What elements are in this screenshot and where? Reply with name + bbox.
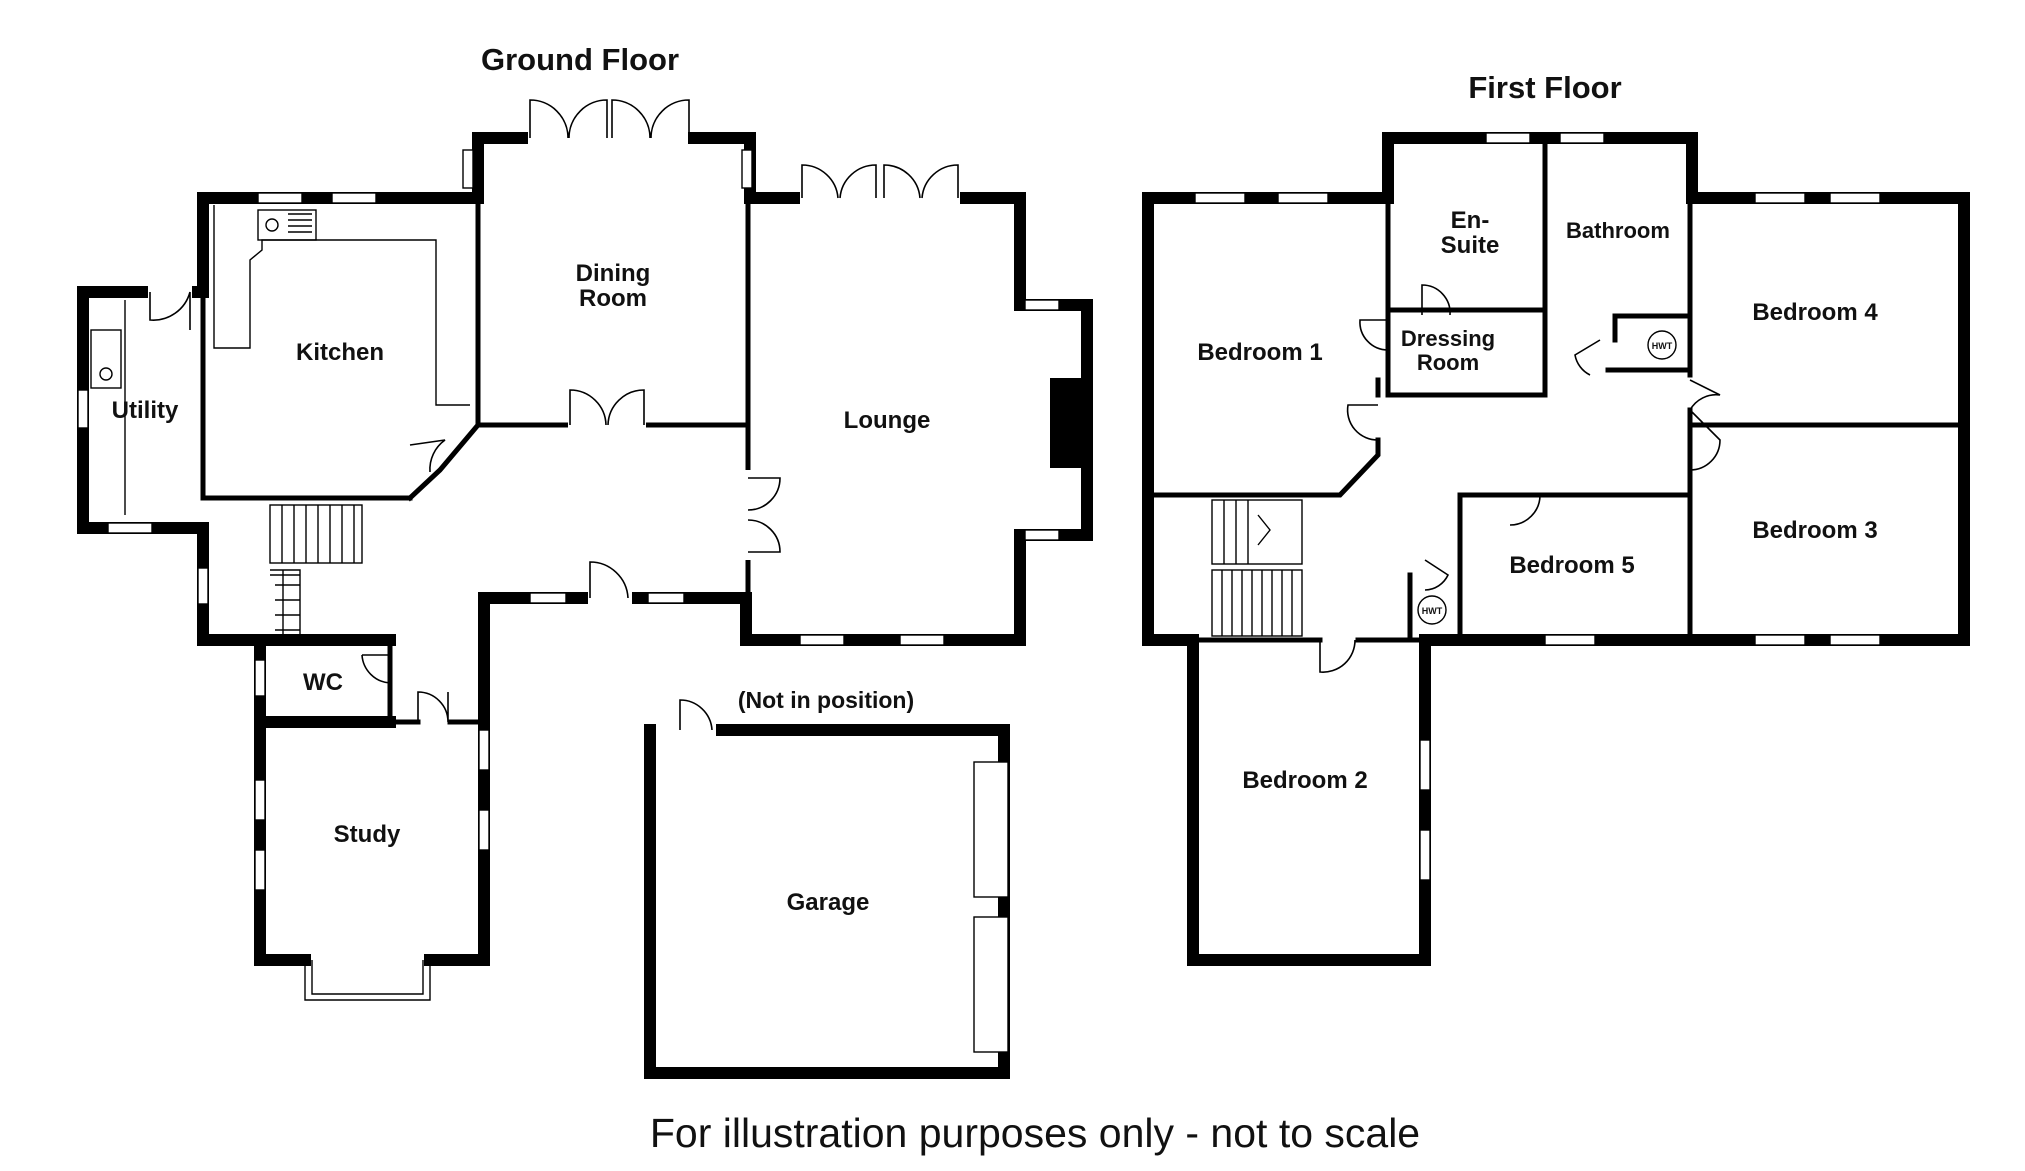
- bedroom3-label: Bedroom 3: [1752, 517, 1877, 544]
- garage-note: (Not in position): [738, 687, 914, 713]
- ground-doors: [148, 99, 960, 723]
- bedroom1-label: Bedroom 1: [1197, 339, 1322, 366]
- utility-walls: [77, 286, 266, 646]
- dressing-label-line1: Dressing: [1401, 326, 1495, 351]
- bathroom-label: Bathroom: [1566, 218, 1670, 243]
- drainer: [288, 213, 312, 233]
- hwt-bathroom: [1647, 330, 1677, 360]
- ensuite-label-line2: Suite: [1441, 232, 1500, 259]
- first-floor-stairs: [1211, 499, 1303, 637]
- first-floor-doors: [1319, 284, 1721, 673]
- garage-door: [679, 699, 713, 731]
- garage-door-upper: [973, 761, 1009, 898]
- first-floor-plan: [1142, 132, 1970, 966]
- hwt-label-landing: HWT: [1422, 606, 1443, 616]
- hwt-label-bathroom: HWT: [1652, 341, 1673, 351]
- hwt-landing: [1417, 595, 1447, 625]
- first-floor-heading: First Floor: [1468, 70, 1621, 105]
- study-bay: [304, 960, 431, 1001]
- first-floor-windows: [1194, 132, 1881, 881]
- garage-walls: [644, 724, 1010, 1079]
- utility-sink-bowl: [99, 367, 113, 381]
- lounge-label: Lounge: [844, 407, 931, 434]
- dining-label-line2: Room: [579, 285, 647, 312]
- dining-walls: [472, 132, 764, 204]
- dressing-label-line2: Room: [1417, 350, 1479, 375]
- kitchen-worktop: [213, 205, 470, 406]
- ensuite-label-line1: En-: [1451, 207, 1490, 234]
- first-floor-outer-walls: [1142, 132, 1970, 966]
- ground-windows: [77, 149, 1060, 891]
- kitchen-walls: [197, 192, 484, 298]
- kitchen-label: Kitchen: [296, 339, 384, 366]
- utility-label: Utility: [112, 397, 179, 424]
- ground-floor-plan: [77, 99, 1093, 1079]
- bedroom2-label: Bedroom 2: [1242, 767, 1367, 794]
- kitchen-sink: [257, 209, 317, 241]
- bedroom4-label: Bedroom 4: [1752, 299, 1878, 326]
- utility-sink: [90, 329, 122, 389]
- dining-label-line1: Dining: [576, 260, 651, 287]
- scale-disclaimer: For illustration purposes only - not to …: [650, 1110, 1420, 1156]
- ground-floor-heading: Ground Floor: [481, 42, 679, 77]
- bedroom5-label: Bedroom 5: [1509, 552, 1634, 579]
- garage-door-lower: [973, 916, 1009, 1053]
- ground-stairs: [269, 504, 363, 640]
- lounge-walls: [478, 192, 1093, 704]
- first-floor-interior-walls: [1145, 137, 1967, 643]
- wc-label: WC: [303, 669, 343, 696]
- study-label: Study: [334, 821, 401, 848]
- garage-label: Garage: [787, 889, 870, 916]
- fireplace: [1050, 378, 1082, 468]
- sink-bowl: [265, 218, 279, 232]
